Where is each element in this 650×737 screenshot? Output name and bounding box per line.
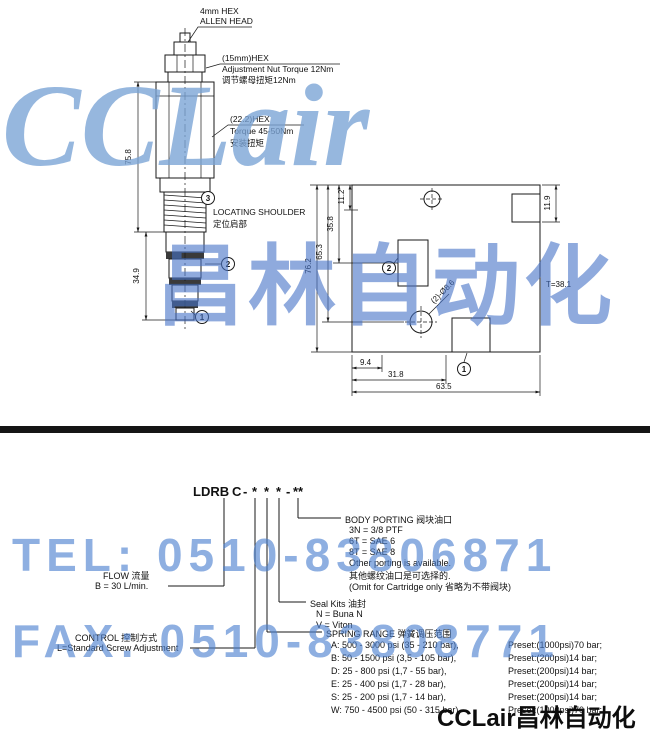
- dim-63-5: 63.5: [436, 382, 452, 391]
- dim-75-8: 75.8: [124, 149, 133, 165]
- balloon-2-number: 2: [226, 260, 231, 269]
- flow-title: FLOW 流量: [103, 571, 150, 581]
- body-porting-option-3: 8T = SAE 8: [349, 547, 396, 557]
- body-porting-option-2: 6T = SAE 6: [349, 536, 396, 546]
- manifold-balloon-1: [457, 362, 471, 376]
- allen-head-label-line2: ALLEN HEAD: [200, 16, 253, 26]
- allen-head-leader: [187, 26, 252, 43]
- hex-torque-label-line1: (22.2)HEX: [230, 114, 270, 124]
- code-star-1: *: [252, 484, 258, 499]
- locating-shoulder-label-line2: 定位肩部: [213, 219, 248, 229]
- spring-preset-w: Preset:(1000psi)70 bar;: [508, 705, 603, 715]
- body-porting-note-1: Other porting is available.: [349, 558, 452, 568]
- code-body-char: C: [232, 484, 242, 499]
- allen-head-label-line1: 4mm HEX: [200, 6, 239, 16]
- dim-35-8: 35.8: [326, 216, 335, 232]
- adjust-nut-label-line2: Adjustment Nut Torque 12Nm: [222, 64, 333, 74]
- spring-range-title: SPRING RANGE 弹簧调压范围: [326, 629, 452, 639]
- technical-drawing: 75.8 34.9 4mm HEX ALLEN HEAD (15mm)HEX A…: [124, 6, 572, 396]
- flow-value: B = 30 L/min.: [95, 581, 149, 591]
- footer-brand: CCLair昌林自动化: [437, 705, 636, 732]
- manifold-view: 2 1 (2)-Ø8.6 T=38.1: [351, 184, 572, 376]
- dim-65-3: 65.3: [315, 244, 324, 260]
- hex-torque-label-line2: Torque 45-50Nm: [230, 126, 293, 136]
- spring-preset-e: Preset:(200psi)14 bar;: [508, 679, 598, 689]
- balloon-1-leader: [190, 310, 196, 316]
- section-divider: [0, 426, 650, 433]
- spring-range-row-b: B: 50 - 1500 psi (3,5 - 105 bar), Preset…: [331, 653, 597, 663]
- cartridge-view: [155, 28, 215, 332]
- dim-34-9: 34.9: [132, 268, 141, 284]
- balloon-3-number: 3: [206, 194, 211, 203]
- code-star-3: *: [276, 484, 282, 499]
- code-dash-2: -: [286, 484, 291, 499]
- seal-kits-option-2: V = Viton: [316, 620, 353, 630]
- spring-range-b: B: 50 - 1500 psi (3,5 - 105 bar),: [331, 653, 457, 663]
- spring-range-row-d: D: 25 - 800 psi (1,7 - 55 bar), Preset:(…: [331, 666, 597, 676]
- code-dash-1: -: [243, 484, 248, 499]
- spring-range-e: E: 25 - 400 psi (1,7 - 28 bar),: [331, 679, 447, 689]
- dim-9-4: 9.4: [360, 358, 372, 367]
- body-porting-title: BODY PORTING 阀块油口: [345, 515, 453, 525]
- spring-range-row-s: S: 25 - 200 psi (1,7 - 14 bar), Preset:(…: [331, 692, 597, 702]
- dim-11-2: 11.2: [337, 189, 346, 205]
- spring-preset-a: Preset:(1000psi)70 bar;: [508, 640, 603, 650]
- adjust-nut-leader: [205, 63, 340, 69]
- balloon-1: [195, 310, 209, 324]
- adjust-nut-label-line1: (15mm)HEX: [222, 53, 269, 63]
- body-porting-option-1: 3N = 3/8 PTF: [349, 525, 403, 535]
- hex-torque-label-line3: 安装扭矩: [230, 138, 265, 148]
- manifold-balloon-1-number: 1: [462, 365, 467, 374]
- spring-preset-d: Preset:(200psi)14 bar;: [508, 666, 598, 676]
- spring-preset-s: Preset:(200psi)14 bar;: [508, 692, 598, 702]
- dim-31-8: 31.8: [388, 370, 404, 379]
- balloon-3: [201, 191, 215, 205]
- dim-11-9: 11.9: [543, 195, 552, 211]
- balloon-1-number: 1: [200, 313, 205, 322]
- dim-76-2: 76.2: [304, 258, 313, 274]
- code-series: LDRB: [193, 484, 230, 499]
- cartridge-dimensions: 75.8 34.9: [124, 81, 180, 321]
- body-porting-note-2: 其他螺纹油口是可选择的.: [349, 571, 451, 581]
- spring-range-w: W: 750 - 4500 psi (50 - 315 bar),: [331, 705, 461, 715]
- spring-range-d: D: 25 - 800 psi (1,7 - 55 bar),: [331, 666, 447, 676]
- body-porting-note-3: (Omit for Cartridge only 省略为不带阀块): [349, 582, 512, 592]
- spring-range-s: S: 25 - 200 psi (1,7 - 14 bar),: [331, 692, 447, 702]
- spring-range-row-e: E: 25 - 400 psi (1,7 - 28 bar), Preset:(…: [331, 679, 597, 689]
- spring-range-row-a: A: 500 - 3000 psi (35 - 210 bar), Preset…: [331, 640, 602, 650]
- adjust-nut-label-line3: 调节螺母扭矩12Nm: [222, 75, 296, 85]
- code-star-pair: **: [293, 484, 304, 499]
- holes-leader: [428, 293, 450, 315]
- balloon-2: [221, 257, 235, 271]
- spring-range-row-w: W: 750 - 4500 psi (50 - 315 bar), Preset…: [331, 705, 602, 715]
- seal-kits-option-1: N = Buna N: [316, 609, 363, 619]
- manifold-balloon-2-number: 2: [387, 264, 392, 273]
- hex-torque-leader: [211, 124, 304, 138]
- control-value: L=Standard Screw Adjustment: [57, 643, 179, 653]
- manifold-dimensions: 11.2 35.8 65.3 76.2 11.9 9.4 31.8 63.5: [304, 184, 560, 396]
- spring-preset-b: Preset:(200psi)14 bar;: [508, 653, 598, 663]
- control-title: CONTROL 控制方式: [75, 633, 158, 643]
- cartridge-callouts: 4mm HEX ALLEN HEAD (15mm)HEX Adjustment …: [187, 6, 340, 324]
- locating-shoulder-label-line1: LOCATING SHOULDER: [213, 207, 305, 217]
- spring-range-a: A: 500 - 3000 psi (35 - 210 bar),: [331, 640, 459, 650]
- code-star-2: *: [264, 484, 270, 499]
- dim-depth: T=38.1: [546, 280, 572, 289]
- seal-kits-title: Seal Kits 油封: [310, 599, 367, 609]
- manifold-balloon-2: [382, 261, 396, 275]
